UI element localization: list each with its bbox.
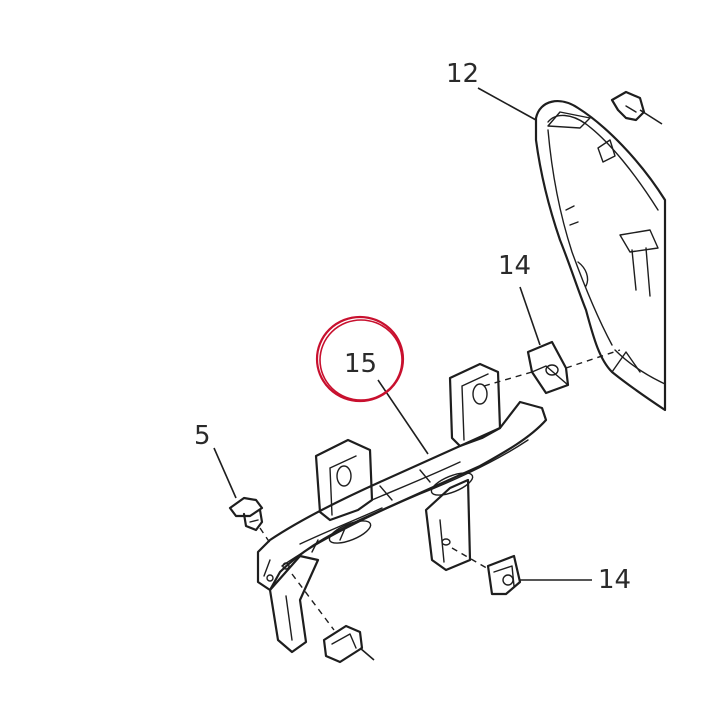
callout-5: 5 xyxy=(194,421,211,451)
callout-14-bottom: 14 xyxy=(598,565,631,595)
clip-upper-right xyxy=(610,90,663,125)
leader-5 xyxy=(213,447,237,499)
callout-15: 15 xyxy=(344,349,377,379)
part-14-clip-nut-upper xyxy=(483,340,621,395)
leader-12 xyxy=(477,87,537,121)
part-15-main-bracket xyxy=(256,362,548,654)
callout-12: 12 xyxy=(446,59,479,89)
callout-14-top: 14 xyxy=(498,251,531,281)
leader-15 xyxy=(377,379,429,455)
part-12-upper-bracket xyxy=(534,100,667,412)
part-14-clip-nut-lower xyxy=(451,547,522,596)
part-5-bolt xyxy=(228,496,273,547)
leader-14-top xyxy=(519,286,541,346)
highlight-circle xyxy=(315,315,405,403)
clip-lower-left xyxy=(291,573,375,664)
